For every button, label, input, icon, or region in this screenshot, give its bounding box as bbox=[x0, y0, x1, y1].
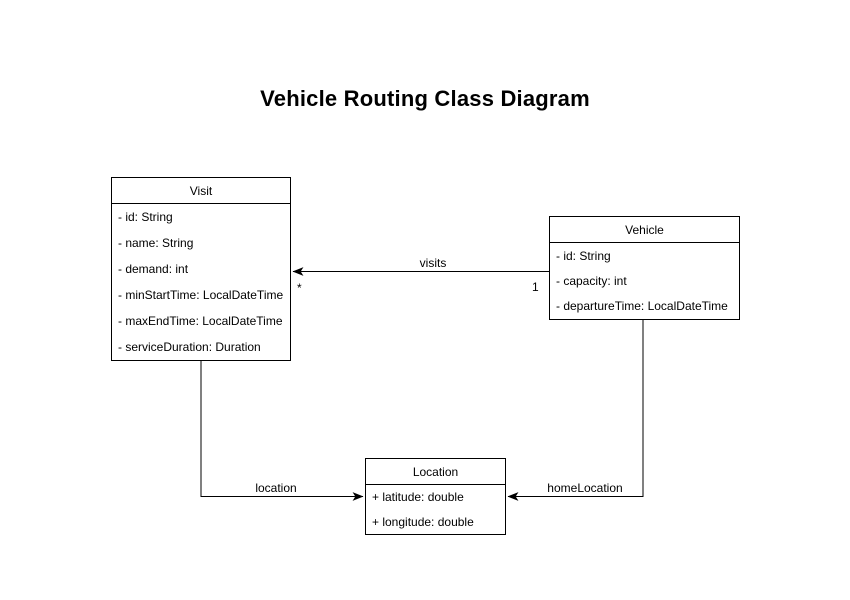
edge-location[interactable] bbox=[200, 361, 364, 501]
class-visit-attributes: - id: String - name: String - demand: in… bbox=[112, 204, 290, 360]
class-visit-attr-demand: - demand: int bbox=[118, 262, 189, 276]
class-location-attributes: + latitude: double + longitude: double bbox=[366, 485, 505, 534]
class-location-attr-latitude: + latitude: double bbox=[372, 490, 464, 505]
multiplicity-visits-target: * bbox=[297, 281, 302, 295]
class-vehicle-title: Vehicle bbox=[550, 217, 739, 243]
class-visit[interactable]: Visit - id: String - name: String - dema… bbox=[111, 177, 291, 361]
class-location-title: Location bbox=[366, 459, 505, 485]
class-location[interactable]: Location + latitude: double + longitude:… bbox=[365, 458, 506, 535]
edge-home-location[interactable] bbox=[507, 320, 644, 501]
class-visit-attr-minstarttime: - minStartTime: LocalDateTime bbox=[118, 288, 284, 302]
edge-label-home-location: homeLocation bbox=[545, 481, 625, 495]
class-visit-title: Visit bbox=[112, 178, 290, 204]
class-vehicle-attr-capacity: - capacity: int bbox=[556, 273, 627, 288]
multiplicity-visits-source: 1 bbox=[532, 280, 539, 294]
class-visit-attr-maxendtime: - maxEndTime: LocalDateTime bbox=[118, 314, 283, 328]
class-visit-attr-serviceduration: - serviceDuration: Duration bbox=[118, 340, 261, 354]
edge-label-visits: visits bbox=[417, 256, 449, 270]
diagram-title: Vehicle Routing Class Diagram bbox=[260, 86, 590, 111]
class-vehicle[interactable]: Vehicle - id: String - capacity: int - d… bbox=[549, 216, 740, 320]
class-visit-attr-id: - id: String bbox=[118, 210, 173, 224]
class-location-attr-longitude: + longitude: double bbox=[372, 514, 474, 529]
class-vehicle-attributes: - id: String - capacity: int - departure… bbox=[550, 243, 739, 319]
class-vehicle-attr-id: - id: String bbox=[556, 248, 611, 263]
class-vehicle-attr-departuretime: - departureTime: LocalDateTime bbox=[556, 299, 728, 314]
edge-label-location: location bbox=[253, 481, 299, 495]
class-visit-attr-name: - name: String bbox=[118, 236, 194, 250]
